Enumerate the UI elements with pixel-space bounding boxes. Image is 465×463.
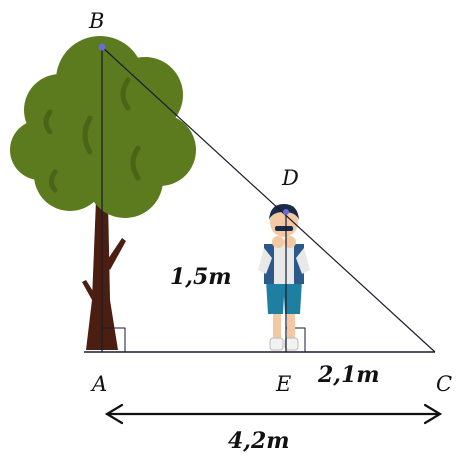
- vertex-d-dot: [283, 209, 289, 215]
- hypotenuse-bc: [101, 46, 436, 353]
- label-c: C: [436, 372, 452, 396]
- tree-root-left: [82, 280, 96, 300]
- tree-branch: [106, 238, 126, 270]
- person-height-label: 1,5m: [170, 264, 232, 290]
- foliage-shading: [43, 77, 141, 193]
- label-a: A: [90, 372, 107, 396]
- person: [258, 204, 310, 351]
- right-angle-mark-a: [102, 327, 126, 352]
- label-b: B: [88, 9, 104, 33]
- tree: [10, 36, 196, 350]
- ac-length-arrow: [104, 403, 443, 425]
- tree-foliage: [10, 36, 196, 218]
- ec-length-label: 2,1m: [317, 362, 380, 388]
- label-d: D: [281, 166, 299, 190]
- ac-length-label: 4,2m: [228, 428, 290, 454]
- vertex-b-dot: [98, 43, 106, 51]
- label-e: E: [275, 372, 291, 396]
